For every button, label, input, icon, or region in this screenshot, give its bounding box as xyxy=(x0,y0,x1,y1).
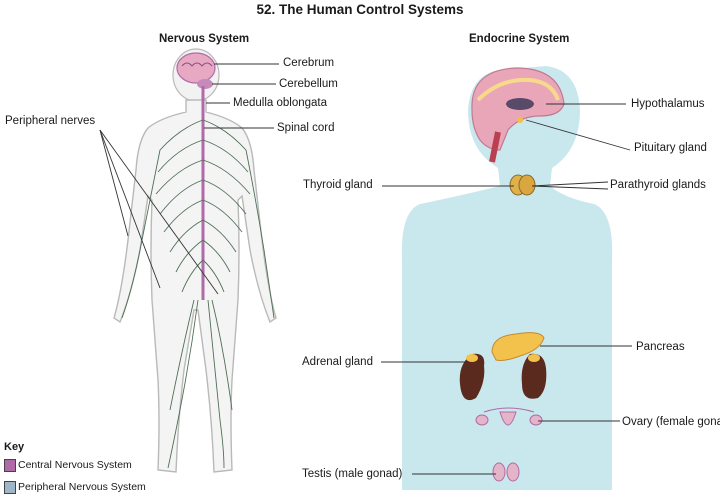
endocrine-brain xyxy=(471,67,565,163)
label-thyroid-gland: Thyroid gland xyxy=(303,179,373,191)
nervous-body-figure xyxy=(113,48,277,473)
label-parathyroid-glands: Parathyroid glands xyxy=(610,179,706,191)
thyroid-drawing xyxy=(509,174,536,196)
key-swatch-cns xyxy=(4,459,16,472)
nervous-system-heading: Nervous System xyxy=(159,33,250,45)
endocrine-body-figure xyxy=(401,66,613,490)
label-medulla-oblongata: Medulla oblongata xyxy=(233,97,327,109)
brain-cns xyxy=(176,52,216,89)
endocrine-system-heading: Endocrine System xyxy=(469,33,570,45)
nervous-leader-lines xyxy=(99,63,279,295)
ovary-drawing xyxy=(475,407,543,426)
page-title: 52. The Human Control Systems xyxy=(256,2,464,17)
testis-drawing xyxy=(492,462,520,482)
label-hypothalamus: Hypothalamus xyxy=(631,98,705,110)
key-swatch-pns xyxy=(4,481,16,494)
label-peripheral-nerves: Peripheral nerves xyxy=(5,115,96,127)
label-adrenal-gland: Adrenal gland xyxy=(302,356,373,368)
key-heading: Key xyxy=(4,441,25,453)
label-testis: Testis (male gonad) xyxy=(302,468,403,480)
label-ovary: Ovary (female gonad) xyxy=(622,416,720,428)
pancreas-drawing xyxy=(491,332,545,361)
label-pituitary-gland: Pituitary gland xyxy=(634,142,707,154)
kidneys-drawing xyxy=(459,353,547,401)
key-label-cns: Central Nervous System xyxy=(18,459,132,471)
label-pancreas: Pancreas xyxy=(636,341,685,353)
label-cerebellum: Cerebellum xyxy=(279,78,338,90)
endocrine-leader-lines xyxy=(381,103,632,475)
label-spinal-cord: Spinal cord xyxy=(277,122,335,134)
label-cerebrum: Cerebrum xyxy=(283,57,335,69)
peripheral-nerves-drawing xyxy=(121,119,275,469)
key-label-pns: Peripheral Nervous System xyxy=(18,481,146,493)
